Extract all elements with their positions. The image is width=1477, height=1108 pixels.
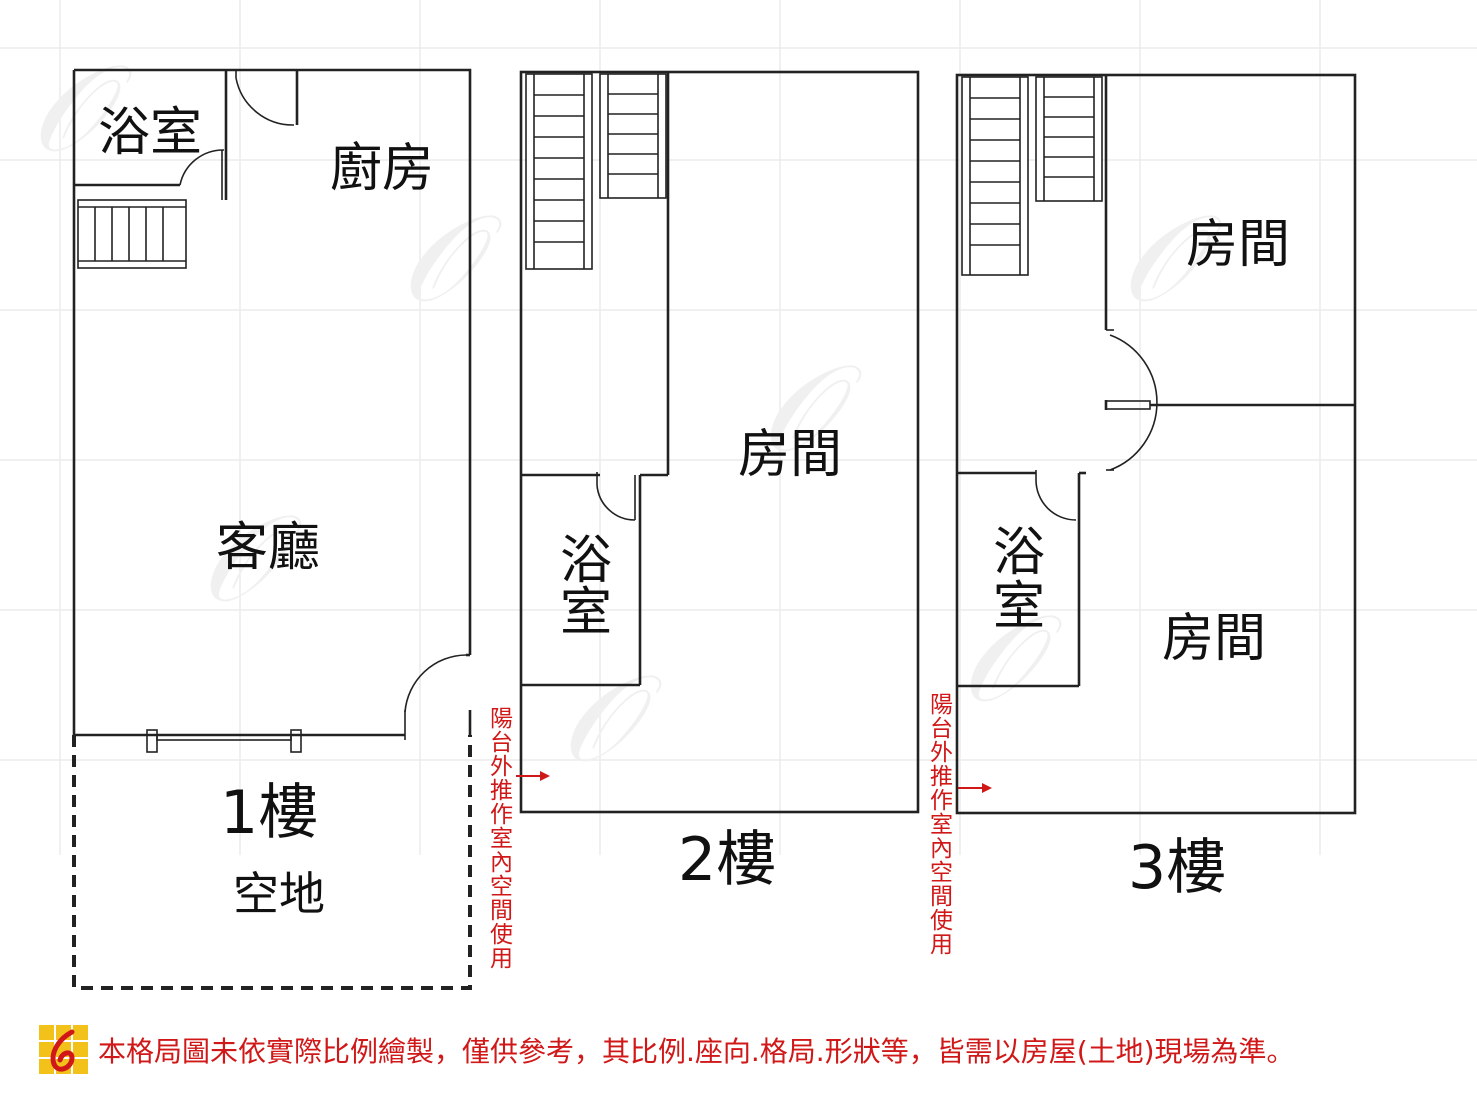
floor-1-plan <box>72 68 472 990</box>
note-char: 使 <box>930 908 953 934</box>
f1-living-room-label: 客廳 <box>216 518 320 578</box>
disclaimer: 本格局圖未依實際比例繪製，僅供參考，其比例.座向.格局.形狀等，皆需以房屋(土地… <box>38 1020 1295 1080</box>
floor-3-label: 3樓 <box>1128 833 1226 903</box>
f2-room-label: 房間 <box>738 425 842 485</box>
note-char: 空 <box>490 874 513 900</box>
f1-bathroom-label: 浴室 <box>98 103 202 163</box>
f3-bathroom-label-bottom: 室 <box>993 577 1045 637</box>
note-char: 陽 <box>490 706 513 732</box>
arrow-right-icon <box>958 783 992 793</box>
disclaimer-text: 本格局圖未依實際比例繪製，僅供參考，其比例.座向.格局.形狀等，皆需以房屋(土地… <box>98 1035 1295 1068</box>
note-char: 間 <box>930 884 953 910</box>
floor-1-label: 1樓 <box>220 778 318 848</box>
note-char: 推 <box>490 778 513 804</box>
note-char: 內 <box>930 836 953 862</box>
f1-open-space-label: 空地 <box>233 867 325 921</box>
brand-logo-icon <box>38 1024 90 1076</box>
f3-room-bottom-label: 房間 <box>1162 609 1266 669</box>
f1-kitchen-label: 廚房 <box>330 139 434 199</box>
svg-text:𝒪: 𝒪 <box>400 190 503 329</box>
note-char: 用 <box>930 932 953 958</box>
balcony-note-floor-3: 陽 台 外 推 作 室 內 空 間 使 用 <box>930 692 992 958</box>
note-char: 推 <box>930 764 953 790</box>
note-char: 室 <box>930 812 953 838</box>
note-char: 台 <box>490 730 513 756</box>
f2-bathroom-label-top: 浴 <box>560 531 612 591</box>
note-char: 外 <box>490 754 513 780</box>
floor-2-stairs <box>525 73 667 270</box>
note-char: 空 <box>930 860 953 886</box>
note-char: 間 <box>490 898 513 924</box>
note-char: 室 <box>490 826 513 852</box>
arrow-right-icon <box>516 771 550 781</box>
note-char: 陽 <box>930 692 953 718</box>
note-char: 內 <box>490 850 513 876</box>
note-char: 使 <box>490 922 513 948</box>
f3-room-top-label: 房間 <box>1186 215 1290 275</box>
note-char: 台 <box>930 716 953 742</box>
note-char: 外 <box>930 740 953 766</box>
floor-3-stairs <box>961 76 1103 276</box>
balcony-note-floor-2: 陽 台 外 推 作 室 內 空 間 使 用 <box>490 706 550 972</box>
svg-text:𝒪: 𝒪 <box>560 650 663 789</box>
floor-3-plan <box>955 73 1357 815</box>
note-char: 作 <box>490 802 513 828</box>
note-char: 用 <box>490 946 513 972</box>
floor-2-label: 2樓 <box>678 825 776 895</box>
f3-bathroom-label-top: 浴 <box>993 523 1045 583</box>
f2-bathroom-label-bottom: 室 <box>560 583 612 643</box>
note-char: 作 <box>930 788 953 814</box>
floor-2-plan <box>519 70 920 814</box>
floor-1-stairs <box>77 199 187 269</box>
